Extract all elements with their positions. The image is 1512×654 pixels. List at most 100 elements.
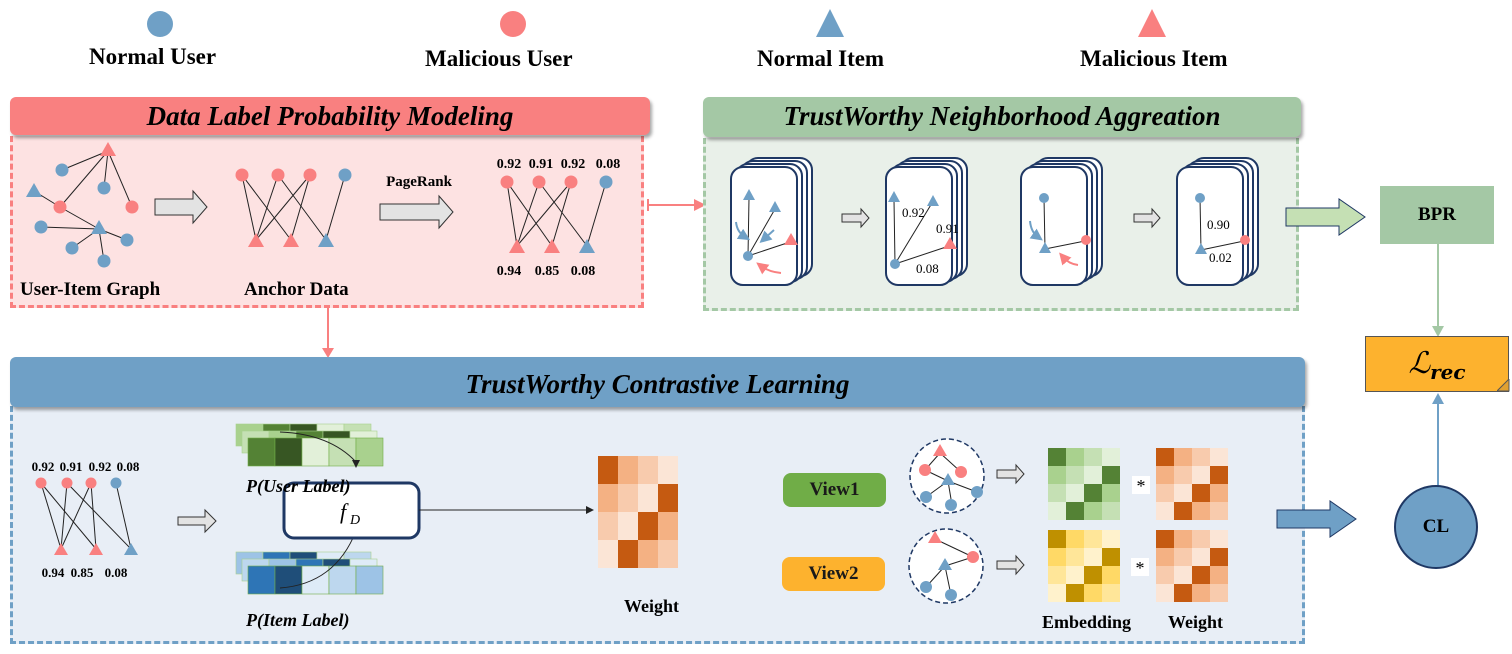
malicious-item-triangle-icon <box>1138 9 1166 37</box>
weight-cell <box>1174 566 1192 584</box>
embedding-cell <box>1048 502 1066 520</box>
user-item-graph-caption: User-Item Graph <box>20 279 161 300</box>
anchor-data-nodes <box>235 168 352 247</box>
item-label-cell <box>355 565 384 595</box>
view1-weight-matrix <box>1156 448 1228 520</box>
weight-caption-2: Weight <box>1168 612 1224 632</box>
weight-cell <box>1210 502 1228 520</box>
embedding-cell <box>1102 584 1120 602</box>
legend-normal-item: Normal Item <box>757 46 885 71</box>
weight-cell <box>1192 584 1210 602</box>
tcl-to-cl-arrow <box>1276 500 1357 538</box>
weight-cell <box>598 456 618 484</box>
weight-cell <box>1210 448 1228 466</box>
multiply-symbol: * <box>1136 558 1145 578</box>
tna-weight: 0.90 <box>1207 217 1230 232</box>
multiply-symbol: * <box>1137 476 1146 496</box>
embedding-cell <box>1084 566 1102 584</box>
embedding-cell <box>1066 584 1084 602</box>
embedding-cell <box>1066 502 1084 520</box>
tcl-scored-graph-nodes <box>35 477 138 555</box>
lrec-symbol: ℒ <box>1408 346 1431 381</box>
legend-normal-user: Normal User <box>89 44 217 69</box>
weight-cell <box>1192 502 1210 520</box>
hollow-arrow-icon <box>841 207 870 229</box>
weight-cell <box>1192 484 1210 502</box>
anchor-data-graph <box>241 174 346 241</box>
weight-cell <box>1174 448 1192 466</box>
embedding-cell <box>1102 466 1120 484</box>
embedding-cell <box>1084 584 1102 602</box>
embedding-cell <box>1066 566 1084 584</box>
weight-cell <box>1156 502 1174 520</box>
embedding-cell <box>1048 584 1066 602</box>
item-label-cell <box>301 565 330 595</box>
dlpm-to-tna-arrow <box>647 199 706 211</box>
folded-corner-icon <box>1497 379 1510 392</box>
weight-cell <box>638 512 658 540</box>
weight-cell <box>598 512 618 540</box>
user-label-probability-strips <box>235 423 384 467</box>
embedding-cell <box>1102 548 1120 566</box>
view2-button[interactable]: View2 <box>782 557 885 591</box>
weight-cell <box>1174 484 1192 502</box>
weight-cell <box>658 456 678 484</box>
tna-to-bpr-arrow <box>1285 198 1366 236</box>
weight-cell <box>658 540 678 568</box>
embedding-cell <box>1066 448 1084 466</box>
dlpm-user-score: 0.08 <box>596 157 621 172</box>
anchor-data-caption: Anchor Data <box>244 279 349 300</box>
weight-cell <box>1156 466 1174 484</box>
dlpm-panel-title: Data Label Probability Modeling <box>10 97 650 135</box>
view1-subgraph <box>909 438 985 514</box>
bpr-label: BPR <box>1418 204 1456 225</box>
weight-cell <box>1210 484 1228 502</box>
pagerank-arrow-icon <box>379 194 454 230</box>
tcl-user-score: 0.08 <box>117 459 140 474</box>
view1-button[interactable]: View1 <box>783 473 886 507</box>
dlpm-item-score: 0.94 <box>497 264 522 279</box>
embedding-cell <box>1066 548 1084 566</box>
normal-user-circle-icon <box>147 11 173 37</box>
weight-cell <box>1174 584 1192 602</box>
weight-cell <box>1156 448 1174 466</box>
pagerank-label: PageRank <box>386 174 452 190</box>
lrec-box: ℒrec <box>1365 336 1509 392</box>
dlpm-user-score: 0.92 <box>561 157 586 172</box>
hollow-arrow-icon <box>177 508 217 534</box>
dlpm-panel-body <box>10 136 644 308</box>
neighbor-card-4: 0.90 0.02 <box>1176 157 1259 286</box>
weight-cell <box>598 540 618 568</box>
item-label-cell <box>328 565 357 595</box>
weight-cell <box>1174 530 1192 548</box>
embedding-cell <box>1102 448 1120 466</box>
embedding-cell <box>1102 502 1120 520</box>
hollow-arrow-icon <box>996 554 1025 576</box>
embedding-cell <box>1066 530 1084 548</box>
tna-weight: 0.02 <box>1209 250 1232 265</box>
user-item-graph <box>33 150 133 262</box>
embedding-cell <box>1084 484 1102 502</box>
view2-subgraph <box>908 528 984 604</box>
embedding-cell <box>1084 548 1102 566</box>
tcl-user-score: 0.92 <box>89 459 112 474</box>
tna-diagram: 0.92 0.91 0.08 0.90 0.02 <box>730 157 1259 286</box>
embedding-cell <box>1048 448 1066 466</box>
item-label-cell <box>247 565 276 595</box>
hollow-arrow-icon <box>996 463 1025 485</box>
weight-cell <box>1174 502 1192 520</box>
p-item-label: P(Item Label) <box>246 610 350 630</box>
tcl-diagram: 0.92 0.91 0.92 0.08 0.94 0.85 0.08 f D <box>32 423 1228 604</box>
tna-weight: 0.92 <box>902 205 925 220</box>
embedding-cell <box>1066 484 1084 502</box>
hollow-arrow-icon <box>154 189 208 225</box>
cl-label: CL <box>1422 516 1450 537</box>
weight-cell <box>1156 584 1174 602</box>
weight-matrix <box>598 456 678 568</box>
tcl-user-score: 0.92 <box>32 459 55 474</box>
weight-cell <box>638 456 658 484</box>
cl-to-lrec-arrow <box>1432 393 1444 494</box>
embedding-cell <box>1048 566 1066 584</box>
p-user-label: P(User Label) <box>246 476 351 496</box>
tcl-user-score: 0.91 <box>60 459 83 474</box>
